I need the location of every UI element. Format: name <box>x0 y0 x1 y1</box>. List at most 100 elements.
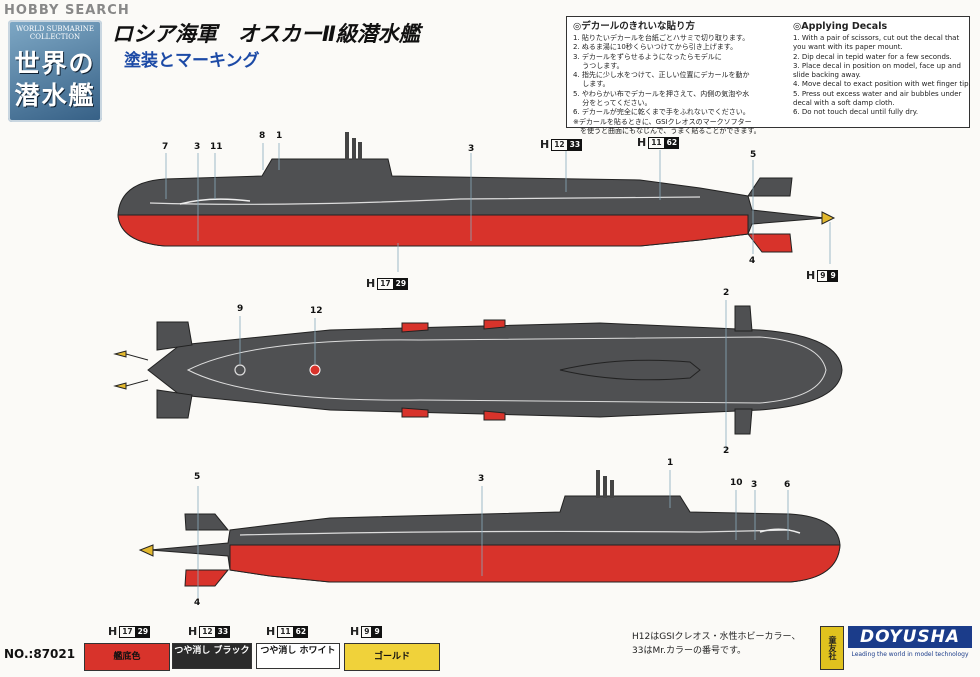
instruction-line: します。 <box>573 80 610 89</box>
paint-hobby-number: 11 <box>277 625 294 638</box>
instruction-line: 4. Move decal to exact position with wet… <box>793 80 971 89</box>
page-subtitle: 塗装とマーキング <box>124 51 260 71</box>
instructions-jp-heading: ◎デカールのきれいな貼り方 <box>573 21 696 32</box>
instruction-line: うつします。 <box>573 61 624 70</box>
callout-number: 2 <box>723 288 730 298</box>
paint-note: H12はGSIクレオス・水性ホビーカラー、 33はMr.カラーの番号です。 <box>632 630 800 658</box>
legend-swatch-black: つや消し ブラック <box>172 643 252 669</box>
paint-mr-number: 33 <box>567 138 583 151</box>
paint-code-tag: H 9 9 <box>806 269 838 282</box>
instruction-line: ※デカールを貼るときに、GSIクレオスのマークソフター <box>573 117 752 126</box>
side-view-bottom <box>138 470 841 598</box>
paint-hobby-number: 12 <box>199 625 216 638</box>
instruction-line: slide backing away. <box>793 71 861 80</box>
callout-number: 1 <box>276 131 283 141</box>
instruction-line: 4. 指先に少し水をつけて、正しい位置にデカールを動か <box>573 71 750 80</box>
callout-number: 1 <box>667 458 674 468</box>
callout-number: 8 <box>259 131 266 141</box>
maker-logo: 童友社 DOYUSHA Leading the world in model t… <box>820 624 974 670</box>
paint-h-prefix: H <box>108 625 118 638</box>
callout-number: 4 <box>194 598 201 608</box>
paint-h-prefix: H <box>806 269 816 282</box>
callout-number: 4 <box>749 256 756 266</box>
legend-label: 艦底色 <box>113 652 141 662</box>
callout-number: 5 <box>750 150 757 160</box>
paint-hobby-number: 9 <box>361 625 373 638</box>
paint-h-prefix: H <box>637 136 647 149</box>
instruction-line: 1. With a pair of scissors, cut out the … <box>793 34 960 42</box>
instruction-line: 5. やわらかい布でデカールを押さえて、内側の気泡や水 <box>573 89 750 98</box>
instruction-line: 5. Press out excess water and air bubble… <box>793 89 962 98</box>
instructions-english: ◎Applying Decals 1. With a pair of sciss… <box>793 21 971 118</box>
maker-mark: 童友社 <box>820 626 844 670</box>
maker-name: DOYUSHA <box>848 626 972 648</box>
callout-number: 12 <box>310 306 323 316</box>
legend-swatch-gold: ゴールド <box>344 643 440 671</box>
instruction-line: 3. デカールをずらせるようになったらモデルに <box>573 52 722 61</box>
paint-hobby-number: 17 <box>377 277 394 290</box>
callout-number: 9 <box>237 304 244 314</box>
paint-hobby-number: 11 <box>648 136 665 149</box>
model-number: NO.:87021 <box>4 647 76 661</box>
paint-mr-number: 33 <box>215 625 231 638</box>
instruction-line: 6. デカールが完全に乾くまで手をふれないでください。 <box>573 108 750 117</box>
series-logo: WORLD SUBMARINE COLLECTION 世界の潜水艦 <box>8 20 102 122</box>
legend-code: H 9 9 <box>350 625 382 638</box>
paint-hobby-number: 12 <box>551 138 568 151</box>
color-legend-bar: 艦底色 つや消し ブラック つや消し ホワイト ゴールド <box>0 643 470 671</box>
callout-number: 11 <box>210 142 223 152</box>
instruction-line: を使うと曲面にもなじんで、うまく貼ることができます。 <box>573 126 761 135</box>
callout-number: 3 <box>478 474 485 484</box>
legend-label: つや消し ブラック <box>174 646 250 656</box>
paint-code-tag: H 12 33 <box>540 138 583 151</box>
paint-hobby-number: 9 <box>817 269 829 282</box>
paint-mr-number: 29 <box>393 277 409 290</box>
instruction-line: 2. Dip decal in tepid water for a few se… <box>793 52 952 61</box>
callout-number: 5 <box>194 472 201 482</box>
instruction-line: 1. 貼りたいデカールを台紙ごとハサミで切り取ります。 <box>573 34 750 42</box>
legend-label: ゴールド <box>373 652 410 662</box>
instruction-line: decal with a soft damp cloth. <box>793 99 895 108</box>
legend-code: H 11 62 <box>266 625 309 638</box>
paint-mr-number: 62 <box>293 625 309 638</box>
callout-number: 10 <box>730 478 743 488</box>
side-view-top <box>117 132 836 272</box>
paint-code-tag: H 17 29 <box>366 277 409 290</box>
paint-note-line: H12はGSIクレオス・水性ホビーカラー、 <box>632 632 801 642</box>
page-title: ロシア海軍 オスカーⅡ級潜水艦 <box>112 22 420 46</box>
legend-swatch-white: つや消し ホワイト <box>256 643 340 669</box>
instructions-en-heading: ◎Applying Decals <box>793 21 888 32</box>
paint-mr-number: 62 <box>664 136 680 149</box>
legend-code: H 17 29 <box>108 625 151 638</box>
callout-number: 7 <box>162 142 169 152</box>
paint-mr-number: 9 <box>372 625 382 638</box>
legend-swatch-red: 艦底色 <box>84 643 170 671</box>
instructions-japanese: ◎デカールのきれいな貼り方 1. 貼りたいデカールを台紙ごとハサミで切り取ります… <box>573 21 781 136</box>
callout-number: 6 <box>784 480 791 490</box>
maker-tagline: Leading the world in model technology <box>851 651 969 658</box>
paint-mr-number: 9 <box>828 269 838 282</box>
watermark: HOBBY SEARCH <box>4 3 130 18</box>
paint-h-prefix: H <box>188 625 198 638</box>
paint-h-prefix: H <box>540 138 550 151</box>
legend-label: つや消し ホワイト <box>260 646 336 656</box>
logo-big-text: 世界の潜水艦 <box>14 49 96 110</box>
instruction-line: 6. Do not touch decal until fully dry. <box>793 108 919 117</box>
paint-h-prefix: H <box>266 625 276 638</box>
legend-code: H 12 33 <box>188 625 231 638</box>
callout-number: 3 <box>468 144 475 154</box>
paint-code-tag: H 11 62 <box>637 136 680 149</box>
paint-h-prefix: H <box>366 277 376 290</box>
instruction-line: 3. Place decal in position on model, fac… <box>793 61 961 70</box>
callout-number: 2 <box>723 446 730 456</box>
paint-h-prefix: H <box>350 625 360 638</box>
decal-instructions: ◎デカールのきれいな貼り方 1. 貼りたいデカールを台紙ごとハサミで切り取ります… <box>566 16 971 135</box>
instruction-line: 2. ぬるま湯に10秒くらいつけてから引き上げます。 <box>573 43 738 52</box>
instruction-line: you want with its paper mount. <box>793 43 903 52</box>
plan-view-middle <box>113 300 843 450</box>
paint-hobby-number: 17 <box>119 625 136 638</box>
paint-note-line: 33はMr.カラーの番号です。 <box>632 646 747 656</box>
paint-mr-number: 29 <box>135 625 151 638</box>
logo-small-text: WORLD SUBMARINE COLLECTION <box>15 25 95 41</box>
